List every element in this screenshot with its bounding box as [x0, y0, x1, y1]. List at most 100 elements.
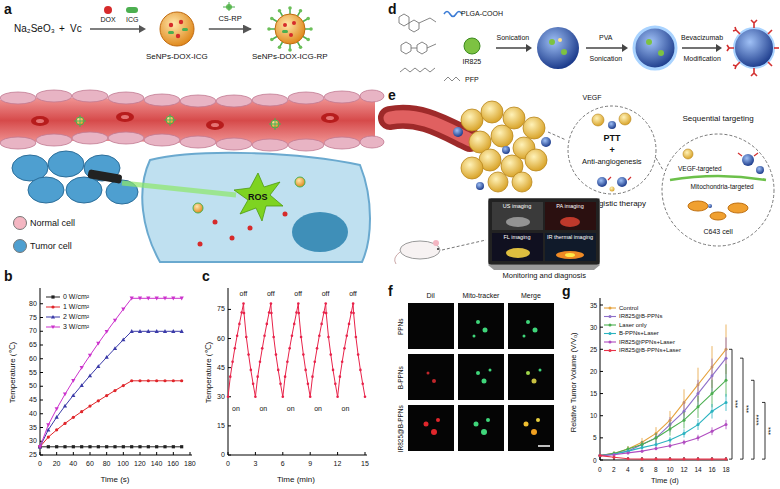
axis-tick [698, 457, 699, 460]
nanoparticle [727, 20, 779, 76]
nanoparticle [558, 38, 562, 42]
axis-title: Time (d) [651, 477, 679, 486]
legend-sample [604, 333, 616, 334]
nanoparticle [658, 50, 664, 56]
nanoparticle-node-art [306, 38, 310, 42]
node-label: PTT [604, 133, 621, 143]
significance-bracket [751, 380, 754, 459]
axis-tick [670, 457, 671, 460]
fluorescence-dots [526, 320, 530, 324]
axis-tick [726, 457, 727, 460]
error-bar [656, 433, 657, 443]
data-marker [345, 335, 348, 338]
tick-label: 12 [681, 466, 688, 473]
nanoparticle [727, 45, 734, 51]
data-marker [613, 453, 616, 456]
panel-letter: g [562, 283, 571, 299]
tick-label: 140 [151, 460, 163, 468]
data-marker [88, 445, 91, 448]
reaction-arrow [90, 28, 139, 30]
imaging-monitor-art [545, 202, 596, 230]
callout-label: VEGF [583, 94, 602, 102]
targeting-circle-art [662, 134, 774, 246]
data-marker [297, 302, 300, 305]
tick-label: 12 [334, 460, 342, 468]
error-bar [628, 452, 629, 455]
data-line [40, 298, 182, 447]
data-marker [641, 458, 644, 461]
data-marker [683, 419, 686, 422]
error-bar [698, 396, 699, 418]
data-marker [291, 335, 294, 338]
axis-title: Time (min) [277, 475, 315, 484]
data-marker [180, 379, 183, 382]
fluorescence-dots [524, 422, 529, 427]
switch-label: off [240, 290, 248, 298]
data-marker [324, 302, 327, 305]
tick-label: 15 [361, 460, 369, 468]
blood-vessel [216, 138, 252, 150]
chemical-structure [401, 42, 411, 54]
switch-label: off [322, 290, 330, 298]
tumor-cluster [461, 157, 483, 179]
targeting-circle-art [688, 201, 708, 211]
tumor-cell [295, 177, 305, 187]
data-marker [683, 441, 686, 444]
data-marker [297, 312, 300, 315]
axis-tick [40, 358, 43, 359]
data-marker [609, 324, 612, 327]
data-marker [669, 444, 672, 447]
scale-bar [538, 445, 550, 447]
nanoparticle-node-art [299, 9, 303, 13]
nanoparticle [537, 20, 779, 76]
blood-vessel [390, 117, 470, 140]
blood-vessel [72, 132, 108, 144]
data-marker [627, 451, 630, 454]
axis-tick [73, 452, 74, 455]
tick-label: 60 [86, 460, 94, 468]
pfp-icon [444, 77, 460, 81]
fluorescence-dots [531, 429, 537, 435]
blood-vessel [116, 112, 134, 122]
data-marker [243, 312, 246, 315]
nanoparticle [453, 127, 463, 137]
panel-letter: e [388, 87, 396, 103]
data-marker [163, 445, 166, 448]
dashed-link [656, 158, 663, 170]
data-marker [96, 342, 100, 346]
fluorescence-dots [424, 422, 429, 427]
data-marker [121, 308, 125, 312]
chemical-structure [399, 14, 436, 72]
tick-label: 6 [281, 460, 285, 468]
reagent-label: DOX [101, 16, 116, 24]
data-marker [155, 379, 158, 382]
blood-vessel [144, 94, 180, 106]
data-line [600, 456, 726, 460]
microscopy-image [458, 354, 504, 400]
error-bar [600, 455, 601, 457]
data-marker [80, 366, 84, 370]
node-label: VEGF-targeted [678, 165, 722, 172]
material-label: IR825 [463, 58, 482, 66]
tick-label: 75 [29, 314, 37, 322]
microscopy-image [508, 354, 554, 400]
data-marker [55, 415, 59, 419]
tick-label: 35 [590, 302, 597, 309]
imaging-monitor-art [506, 248, 530, 258]
switch-label: off [349, 290, 357, 298]
error-bar [614, 452, 615, 455]
tumor-cell [193, 203, 203, 213]
node-label: Monitoring and diagnosis [503, 272, 586, 281]
data-marker [316, 347, 319, 350]
nanoparticle [734, 28, 774, 68]
data-marker [80, 410, 83, 413]
axis-tick [40, 413, 43, 414]
step-label: PVA [599, 34, 613, 42]
column-header: Merge [521, 292, 541, 300]
imaging-monitor-art [488, 198, 600, 265]
data-marker [352, 302, 355, 305]
axis-tick [40, 345, 43, 346]
screen-label: IR thermal imaging [545, 234, 595, 240]
blood-vessel [144, 134, 180, 146]
